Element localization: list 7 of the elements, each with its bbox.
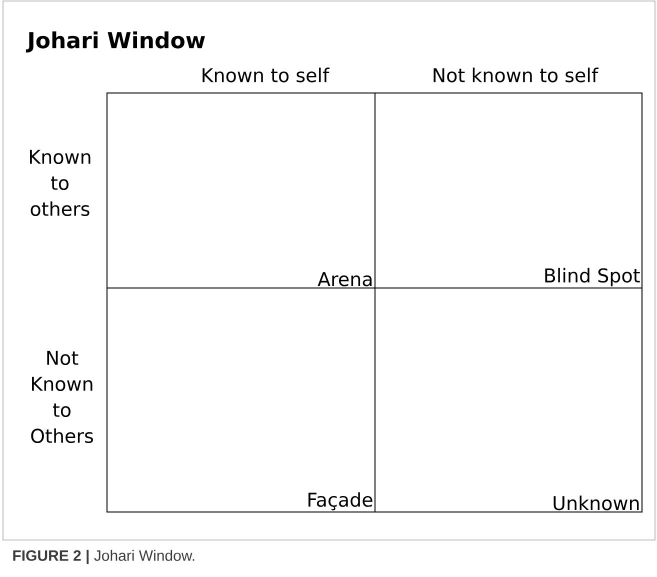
caption: FIGURE 2 | Johari Window.: [13, 550, 194, 564]
quadrant-box: Blind Spot: [374, 92, 642, 288]
column-header: Known to self: [202, 68, 330, 82]
quadrant-box: Façade: [106, 287, 376, 512]
quadrant-box: Unknown: [374, 287, 642, 512]
quadrant-box: Arena: [106, 92, 376, 288]
title: Johari Window: [26, 31, 205, 53]
